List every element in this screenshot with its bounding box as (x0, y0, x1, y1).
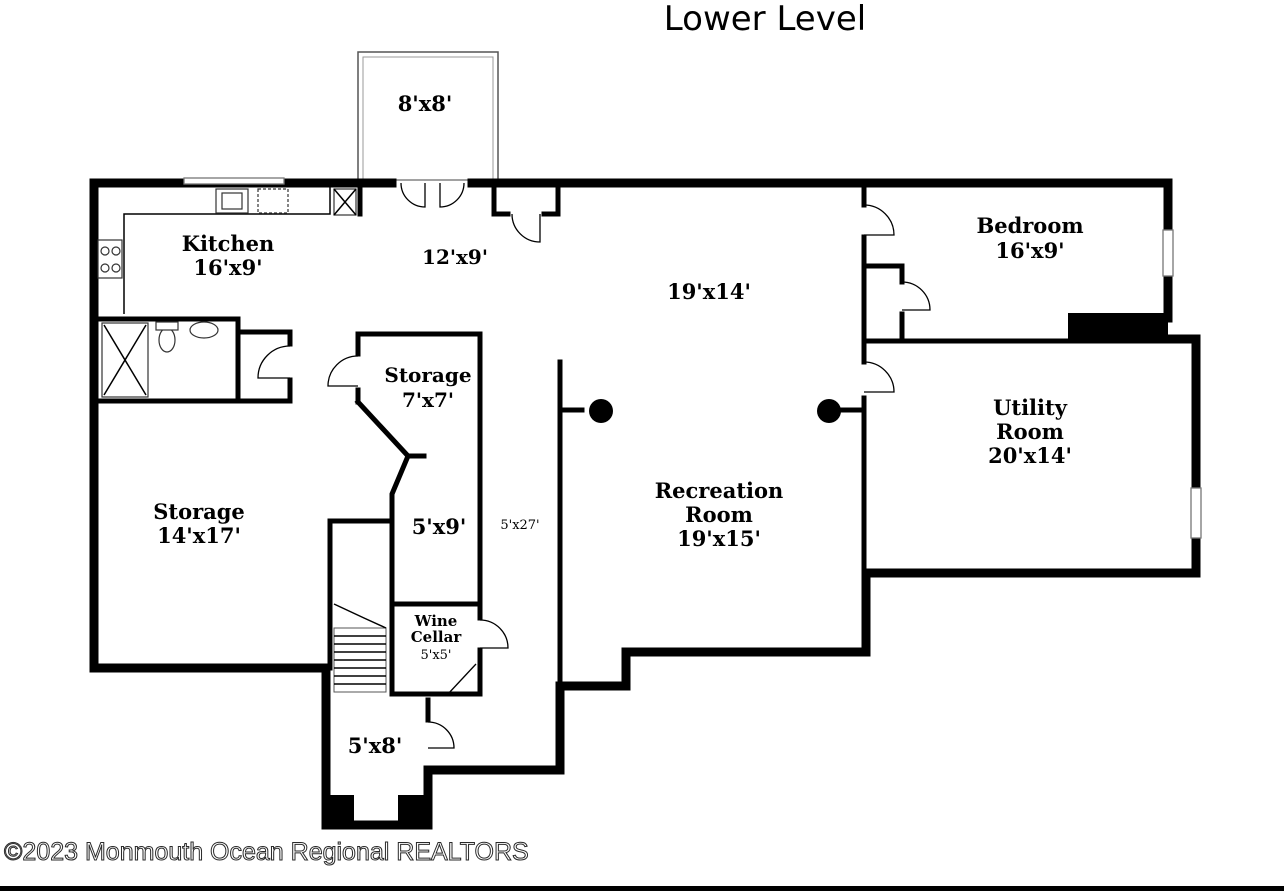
kitchen-name: Kitchen (182, 231, 275, 256)
deck-size: 8'x8' (398, 91, 453, 116)
plan-title: Lower Level (664, 0, 866, 39)
recreation-size: 19'x15' (677, 526, 761, 551)
utility-name-1: Utility (993, 395, 1068, 420)
storage-large-size: 14'x17' (157, 523, 241, 548)
window (1190, 487, 1202, 539)
bedroom-size: 16'x9' (995, 238, 1064, 263)
bedroom-name: Bedroom (976, 213, 1083, 238)
stairs (333, 603, 387, 693)
utility-name-2: Room (996, 419, 1064, 444)
recreation-name-1: Recreation (655, 478, 784, 503)
storage-small-name: Storage (384, 363, 471, 387)
support-post (589, 399, 613, 423)
support-post (817, 399, 841, 423)
copyright-watermark: ©2023 Monmouth Ocean Regional REALTORS (4, 838, 529, 866)
kitchen-counters (97, 177, 357, 314)
hall-size: 12'x9' (422, 245, 488, 269)
walls (89, 178, 1201, 830)
utility-size: 20'x14' (988, 443, 1072, 468)
closet-size: 5'x9' (412, 514, 467, 539)
deck-outline (357, 51, 499, 181)
doors (257, 182, 931, 749)
recreation-name-2: Room (685, 502, 753, 527)
wine-cellar-name-2: Cellar (411, 628, 463, 646)
bottom-border (0, 886, 1284, 891)
storage-large-name: Storage (153, 499, 245, 524)
storage-small-size: 7'x7' (402, 388, 454, 412)
bathroom-fixtures (101, 321, 219, 398)
family-size: 19'x14' (667, 279, 751, 304)
foyer-size: 5'x8' (348, 733, 403, 758)
window (1162, 229, 1174, 277)
wine-cellar-name-1: Wine (414, 612, 458, 630)
kitchen-size: 16'x9' (193, 255, 262, 280)
wine-cellar-size: 5'x5' (420, 648, 451, 663)
corridor-size: 5'x27' (500, 518, 539, 533)
